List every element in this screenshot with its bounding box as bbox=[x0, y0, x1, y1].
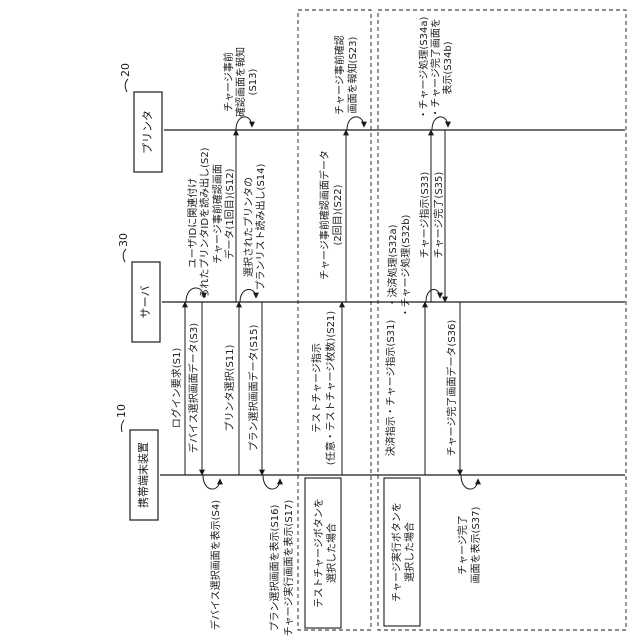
lifeline-printer-name: プリンタ bbox=[141, 110, 154, 154]
s14-label-line1: 選択されたプリンタの bbox=[242, 177, 255, 277]
s21-label-line2: (任意・テストチャージ枚数)(S21) bbox=[324, 311, 337, 465]
ref-number-server: 30 bbox=[117, 233, 130, 247]
ref-terminal: 10 bbox=[115, 404, 128, 432]
self-loop-s37 bbox=[461, 475, 478, 489]
s31-label: 決済指示・チャージ指示(S31) bbox=[384, 320, 397, 457]
s37-label-line2: 画面を表示(S37) bbox=[469, 506, 482, 583]
s2-label-line2: られたプリンタIDを読み出し(S2) bbox=[198, 147, 211, 298]
s22-label-line1: チャージ事前確認画面データ bbox=[318, 150, 331, 280]
s32b-label: ・チャージ処理(S32b) bbox=[399, 214, 412, 317]
s2-label-line1: ユーザIDに関連付け bbox=[186, 178, 199, 268]
s4-label: デバイス選択画面を表示(S4) bbox=[209, 500, 222, 630]
msg-s1-label: ログイン要求(S1) bbox=[170, 348, 183, 429]
s12-label-line2: データ(1回目)(S12) bbox=[223, 168, 236, 259]
self-loop-s14 bbox=[240, 289, 256, 302]
s21-label-line1: テストチャージ指示 bbox=[310, 343, 323, 433]
s13-label-line2: 確認画面を報知 bbox=[234, 47, 247, 117]
lifeline-header-terminal: 携帯端末装置 bbox=[130, 430, 158, 520]
s36-label: チャージ完了画面データ(S36) bbox=[445, 320, 458, 457]
s14-label-line2: プランリスト読み出し(S14) bbox=[254, 163, 267, 290]
self-loop-s16 bbox=[263, 475, 280, 489]
s34b-label-line2: 表示(S34b) bbox=[441, 41, 454, 94]
s17-label: チャージ実行画面を表示(S17) bbox=[282, 500, 295, 637]
s13-label-line3: (S13) bbox=[248, 68, 259, 95]
s37-label-line1: チャージ完了 bbox=[456, 515, 469, 575]
s34a-label: ・チャージ処理(S34a) bbox=[417, 17, 430, 120]
s16-label: プラン選択画面を表示(S16) bbox=[268, 504, 281, 631]
self-loop-s13 bbox=[236, 117, 252, 130]
cond-test-line1: テストチャージボタンを bbox=[313, 498, 325, 608]
ref-number-terminal: 10 bbox=[115, 404, 128, 418]
s35-label: チャージ完了(S35) bbox=[432, 172, 445, 259]
msg-s11-label: プリンタ選択(S11) bbox=[223, 344, 236, 431]
s23-label-line1: チャージ事前確認 bbox=[333, 35, 346, 115]
condition-test-charge: テストチャージボタンを 選択した場合 bbox=[305, 478, 341, 628]
msg-s15-label: プラン選択画面データ(S15) bbox=[247, 324, 260, 451]
condition-charge-exec: チャージ実行ボタンを 選択した場合 bbox=[384, 478, 420, 626]
self-loop-s4 bbox=[203, 475, 220, 489]
lifeline-header-printer: プリンタ bbox=[134, 92, 162, 172]
lifeline-server-name: サーバ bbox=[139, 286, 152, 319]
cond-test-line2: 選択した場合 bbox=[325, 523, 338, 583]
s23-label-line2: 画面を報知(S23) bbox=[346, 36, 359, 113]
ref-number-printer: 20 bbox=[119, 63, 132, 77]
self-loop-s32 bbox=[426, 289, 440, 302]
s32a-label: ・決済処理(S32a) bbox=[386, 224, 399, 307]
s12-label-line1: チャージ事前確認画面 bbox=[211, 164, 224, 264]
s34b-label-line1: ・チャージ完了画面を bbox=[429, 18, 442, 118]
ref-server: 30 bbox=[117, 233, 130, 262]
ref-printer: 20 bbox=[119, 63, 132, 92]
s33-label: チャージ指示(S33) bbox=[418, 172, 431, 259]
s22-label-line2: (2回目)(S22) bbox=[332, 184, 344, 245]
cond-exec-line2: 選択した場合 bbox=[403, 522, 416, 582]
msg-s3-label: デバイス選択画面データ(S3) bbox=[187, 323, 200, 453]
cond-exec-line1: チャージ実行ボタンを bbox=[390, 502, 403, 602]
self-loop-s23 bbox=[347, 117, 364, 130]
lifeline-header-server: サーバ bbox=[132, 262, 160, 342]
lifeline-terminal-name: 携帯端末装置 bbox=[136, 442, 150, 508]
s13-label-line1: チャージ事前 bbox=[222, 52, 235, 112]
